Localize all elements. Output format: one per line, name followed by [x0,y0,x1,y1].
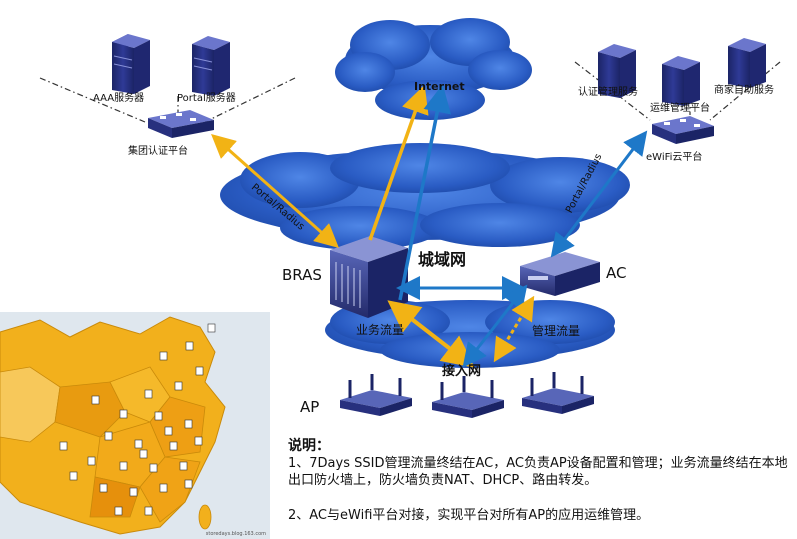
ap-internet-arrow [398,84,452,301]
ops-platform-label: 运维管理平台 [650,103,710,114]
internet-cloud [335,18,532,120]
ops-platform-server-icon [662,56,700,106]
notes-line-2: 2、AC与eWifi平台对接，实现平台对所有AP的应用运维管理。 [288,508,650,523]
bras-internet-arrow [368,84,429,241]
bras-ap-business-arrow [387,300,475,368]
auth-mgmt-label: 认证管理服务 [578,87,638,98]
store-map-graphic [0,312,270,539]
ac-controller-icon [520,252,600,296]
auth-mgmt-server-icon [598,44,636,98]
bras-router-icon [330,236,408,318]
business-traffic-label: 业务流量 [356,323,405,337]
ap-label: AP [300,398,320,416]
ewifi-cloud-label: eWiFi云平台 [646,152,703,163]
mgmt-traffic-label: 管理流量 [532,324,581,338]
merchant-label: 商家自助服务 [714,85,774,96]
group-auth-boundary [39,77,296,123]
access-network-label: 接入网 [442,364,482,379]
aaa-server-label: AAA服务器 [93,93,145,104]
group-auth-label: 集团认证平台 [128,146,188,157]
ap-device-icon [340,374,412,416]
ap-device-icon [432,376,504,418]
notes-title: 说明： [288,438,330,454]
notes-panel: 说明： 1、7Days SSID管理流量终结在AC，AC负责AP设备配置和管理；… [288,438,793,524]
portal-radius-arrow-left [211,134,339,248]
portal-radius-arrow-right [550,130,648,258]
store-map: storedays.blog.163.com [0,312,270,539]
aaa-server-icon [112,34,150,94]
portal-server-icon [192,36,230,96]
map-watermark: storedays.blog.163.com [205,531,266,537]
metro-network-label: 城域网 [418,250,467,269]
ewifi-switch-icon [652,116,714,144]
ap-device-icon [522,372,594,414]
bras-label: BRAS [282,266,322,284]
internet-label: Internet [414,80,465,93]
group-auth-switch-icon [148,110,214,138]
ac-label: AC [606,264,627,282]
portal-server-label: Portal服务器 [177,93,236,104]
notes-line-1: 1、7Days SSID管理流量终结在AC，AC负责AP设备配置和管理；业务流量… [288,456,788,488]
merchant-server-icon [728,38,766,88]
ac-ap-mgmt-arrow [493,295,535,363]
